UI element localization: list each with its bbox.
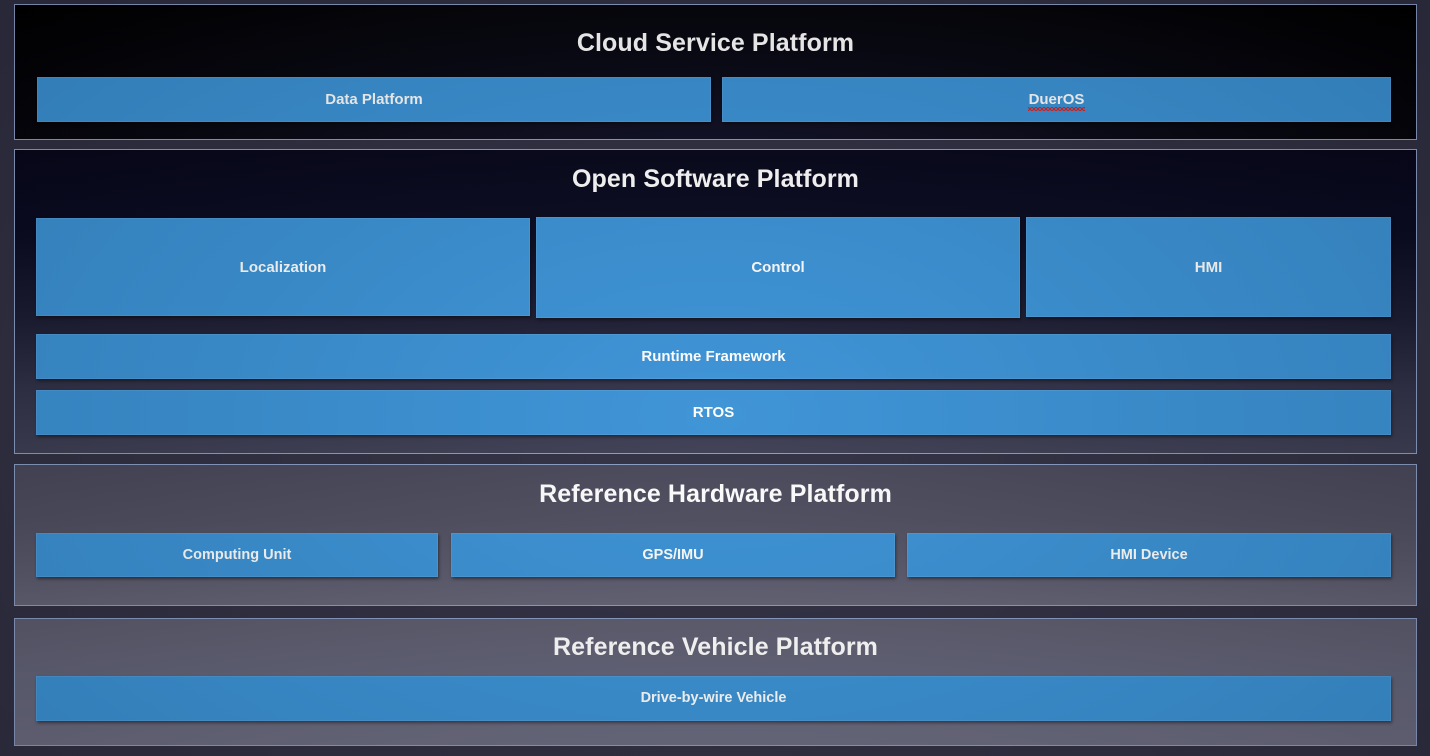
module-label-control: Control (751, 259, 805, 276)
layer-cloud-service-platform: Cloud Service Platform Data Platform Due… (14, 4, 1417, 140)
layer-reference-hardware-platform: Reference Hardware Platform Computing Un… (14, 464, 1417, 606)
module-label-runtime-framework: Runtime Framework (641, 348, 786, 365)
module-box-hmi[interactable]: HMI (1026, 217, 1391, 317)
module-box-runtime-framework[interactable]: Runtime Framework (36, 334, 1391, 379)
module-label-gps-imu: GPS/IMU (642, 546, 704, 563)
layer-title-open-software-platform: Open Software Platform (572, 165, 859, 193)
layer-reference-vehicle-platform: Reference Vehicle Platform Drive-by-wire… (14, 618, 1417, 746)
module-label-computing-unit: Computing Unit (182, 546, 292, 563)
module-box-dueros[interactable]: DuerOS (722, 77, 1391, 122)
module-box-data-platform[interactable]: Data Platform (37, 77, 711, 122)
module-label-data-platform: Data Platform (325, 91, 423, 108)
module-box-computing-unit[interactable]: Computing Unit (36, 533, 438, 577)
module-label-drive-by-wire-vehicle: Drive-by-wire Vehicle (640, 690, 787, 707)
module-box-gps-imu[interactable]: GPS/IMU (451, 533, 895, 577)
module-label-rtos: RTOS (692, 404, 735, 421)
module-label-hmi: HMI (1194, 258, 1223, 276)
module-label-hmi-device: HMI Device (1110, 546, 1188, 563)
module-label-localization: Localization (239, 258, 327, 276)
layer-title-reference-vehicle-platform: Reference Vehicle Platform (553, 633, 878, 661)
module-box-drive-by-wire-vehicle[interactable]: Drive-by-wire Vehicle (36, 676, 1391, 721)
layer-title-reference-hardware-platform: Reference Hardware Platform (539, 480, 892, 508)
module-label-dueros: DuerOS (1027, 90, 1086, 111)
layer-open-software-platform: Open Software Platform Localization Cont… (14, 149, 1417, 454)
layer-title-cloud-service-platform: Cloud Service Platform (576, 29, 855, 57)
module-box-localization[interactable]: Localization (36, 218, 530, 316)
module-box-hmi-device[interactable]: HMI Device (907, 533, 1391, 577)
module-box-control[interactable]: Control (536, 217, 1020, 318)
module-box-rtos[interactable]: RTOS (36, 390, 1391, 435)
